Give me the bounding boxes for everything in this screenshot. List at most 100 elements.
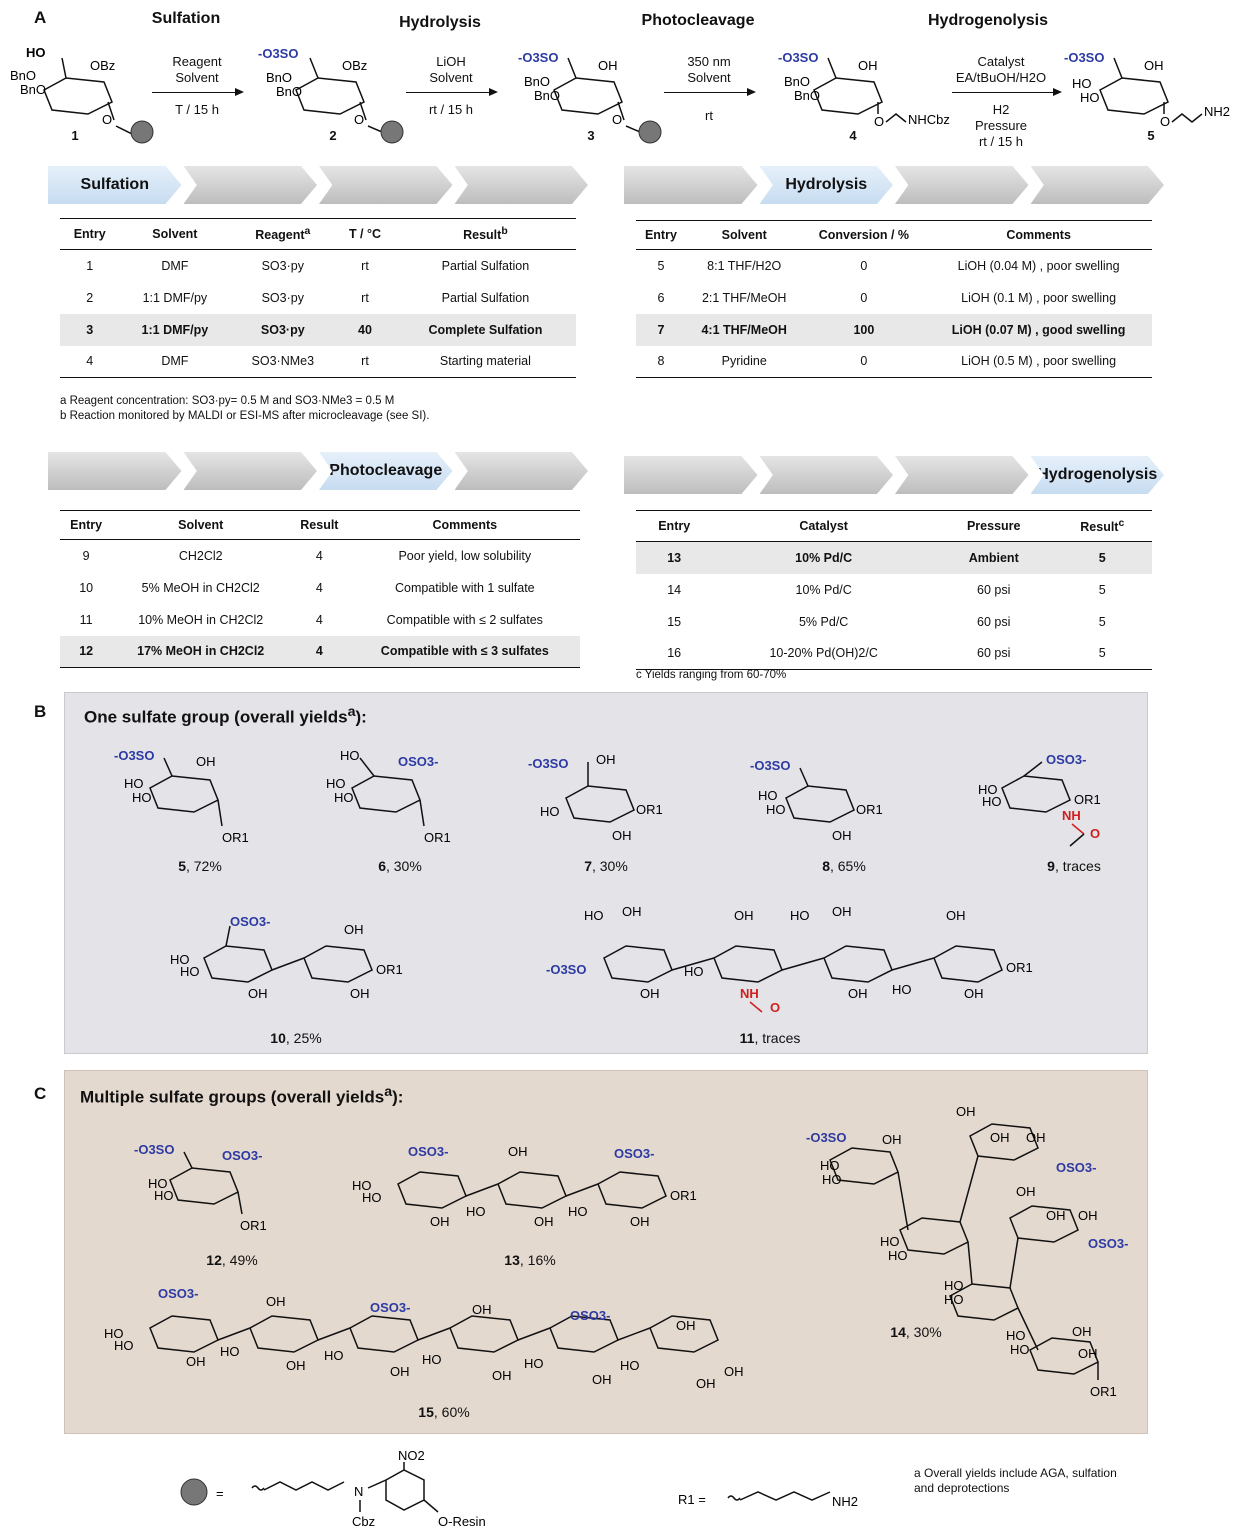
label-ho: HO <box>362 1190 382 1205</box>
label-oh: OH <box>1046 1208 1066 1223</box>
table-cell: 4 <box>315 612 323 627</box>
label-o: O <box>102 112 112 127</box>
table-cell: 0 <box>860 258 868 273</box>
step-title-sulfation: Sulfation <box>151 10 221 27</box>
chevron-bar-photocleavage: Photocleavage <box>48 452 588 490</box>
table-cell: 4 <box>315 548 323 563</box>
compound-2-structure: -O3SO OBz BnO BnO O <box>258 46 404 144</box>
bead-equals: = <box>216 1486 224 1501</box>
table-cell: 4 <box>289 635 350 668</box>
label-o3so: -O3SO <box>258 46 298 61</box>
label-ho: HO <box>180 964 200 979</box>
label-or1: OR1 <box>670 1188 697 1203</box>
label-o: O <box>354 112 364 127</box>
label-or1: OR1 <box>636 802 663 817</box>
yield-compound-5: 5, 72% <box>178 858 222 874</box>
resin-bead-icon <box>638 120 662 144</box>
table-cell: 10% Pd/C <box>795 582 852 597</box>
label-oh: OH <box>266 1294 286 1309</box>
label-ho: HO <box>334 790 354 805</box>
table-cell: 60 psi <box>934 637 1053 671</box>
table-cell: SO3·py <box>261 290 304 305</box>
chevron-step <box>319 166 453 204</box>
label-ho: HO <box>758 788 778 803</box>
yield-compound-11: 11, traces <box>739 1030 801 1046</box>
compound-b11-structure: HO OH -O3SO OH OH HO NH O HO OH OH OH HO… <box>546 904 1033 1015</box>
table-cell: 13 <box>636 541 713 574</box>
chevron-step <box>624 166 758 204</box>
compound-5-structure: -O3SO OH HO HO O NH2 <box>1064 50 1230 129</box>
label-oso3: OSO3- <box>1046 752 1086 767</box>
label-o3so: -O3SO <box>518 50 558 65</box>
table-cell: 17% MeOH in CH2Cl2 <box>112 635 290 668</box>
label-o3so: -O3SO <box>806 1130 846 1145</box>
label-oh: OH <box>1016 1184 1036 1199</box>
label-ho: HO <box>790 908 810 923</box>
table-cell: 5% Pd/C <box>798 614 849 629</box>
label-ho: HO <box>1080 90 1100 105</box>
table-cell: SO3·py <box>261 258 304 273</box>
table-header: Solvent <box>119 217 231 251</box>
label-oh: OH <box>390 1364 410 1379</box>
label-o3so: -O3SO <box>134 1142 174 1157</box>
label-oh: OH <box>858 58 878 73</box>
table-cell: 3 <box>60 313 120 346</box>
label-ho: HO <box>220 1344 240 1359</box>
table-header: Pressure <box>934 509 1053 543</box>
table-cell: LiOH (0.5 M) , poor swelling <box>925 345 1152 378</box>
table-cell: 4:1 THF/MeOH <box>685 313 803 346</box>
compound-c14-structure: -O3SO OH HO HO OH OH OH OSO3- OH OH OH O… <box>806 1104 1128 1399</box>
label-oh: OH <box>1078 1208 1098 1223</box>
label-or1: OR1 <box>376 962 403 977</box>
label-oso3: OSO3- <box>1088 1236 1128 1251</box>
chevron-step <box>895 456 1029 494</box>
label-oh: OH <box>696 1376 716 1391</box>
label-bno: BnO <box>524 74 550 89</box>
table-header: Comments <box>349 510 580 540</box>
label-oh: OH <box>612 828 632 843</box>
table-cell: Partial Sulfation <box>441 290 530 305</box>
chevron-step <box>183 452 317 490</box>
label-ho: HO <box>170 952 190 967</box>
table-header: Resultc <box>1052 509 1152 543</box>
label-oh: OH <box>990 1130 1010 1145</box>
table-cell: DMF <box>119 345 231 379</box>
panel-c-title: Multiple sulfate groups (overall yieldsa… <box>80 1084 404 1107</box>
label-ho: HO <box>326 776 346 791</box>
compound-number-4: 4 <box>849 128 857 143</box>
chevron-step <box>759 456 893 494</box>
table-cell: LiOH (0.04 M) , poor swelling <box>957 258 1120 273</box>
label-ho: HO <box>154 1188 174 1203</box>
label-ho: HO <box>620 1358 640 1373</box>
table-cell: Poor yield, low solubility <box>398 548 532 563</box>
label-ho: HO <box>352 1178 372 1193</box>
chevron-step <box>895 166 1029 204</box>
label-oh: OH <box>1144 58 1164 73</box>
table-cell: 60 psi <box>977 614 1011 629</box>
label-oh: OH <box>1078 1346 1098 1361</box>
label-ho: HO <box>892 982 912 997</box>
table-cell: SO3·NMe3 <box>230 345 336 379</box>
overall-yield-note: a Overall yields include AGA, sulfation … <box>914 1466 1117 1495</box>
yield-compound-15: 15, 60% <box>418 1404 470 1420</box>
label-oh: OH <box>724 1364 744 1379</box>
label-o3so: -O3SO <box>546 962 586 977</box>
table-cell: 10% Pd/C <box>712 541 935 574</box>
label-nh2: NH2 <box>1204 104 1230 119</box>
table-cell: 10 <box>79 580 94 595</box>
label-bno: BnO <box>266 70 292 85</box>
table-cell: Complete Sulfation <box>394 313 576 346</box>
table-cell: rt <box>361 290 369 305</box>
label-ho: HO <box>944 1278 964 1293</box>
label-or1: OR1 <box>222 830 249 845</box>
table-cell: Starting material <box>394 345 576 379</box>
table-cell: 12 <box>60 635 113 668</box>
compound-c13-structure: OSO3- OH OSO3- HO HO OH HO OH HO OR1 OH <box>352 1144 697 1229</box>
panel-label-a: A <box>34 8 47 27</box>
table-cell: LiOH (0.1 M) , poor swelling <box>961 290 1117 305</box>
chevron-step-hydrogenolysis: Hydrogenolysis <box>1030 456 1164 494</box>
